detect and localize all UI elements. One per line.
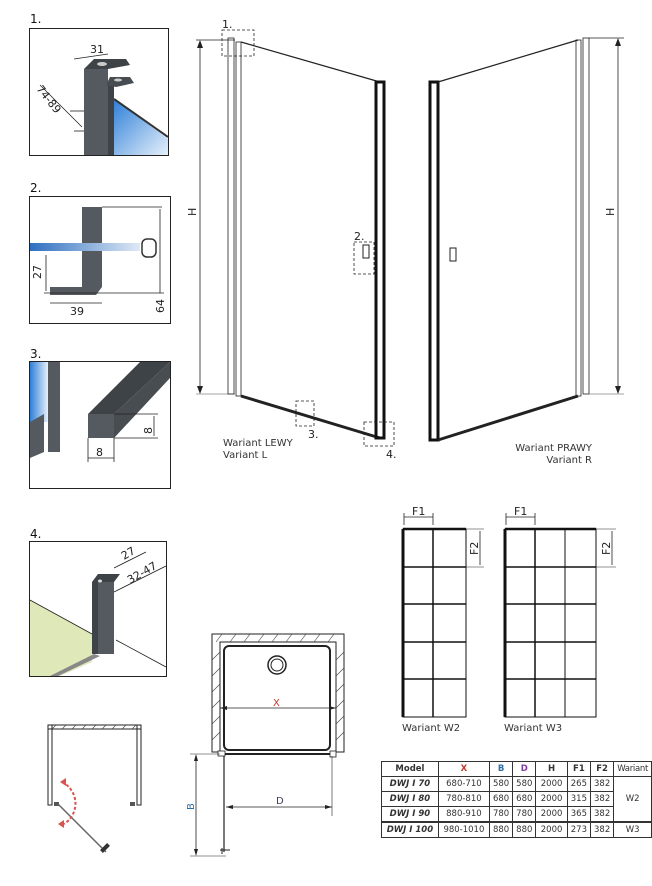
- svg-text:F1: F1: [514, 505, 527, 518]
- spec-table: Model X B D H F1 F2 Wariant DWJ I 70 680…: [381, 761, 652, 838]
- detail-4-box: 27 32-47: [29, 541, 167, 677]
- svg-text:F2: F2: [468, 542, 481, 555]
- col-variant: Wariant: [613, 761, 652, 777]
- door-right-caption: Wariant PRAWY Variant R: [515, 443, 592, 466]
- table-row: DWJ I 80 780-810 680 680 2000 315 382: [381, 791, 652, 807]
- dim-74-89: 74-89: [34, 83, 64, 116]
- variant-w3: W3: [613, 821, 652, 838]
- col-h: H: [535, 761, 568, 777]
- detail-2-label: 2.: [30, 181, 42, 195]
- handle-profile-icon: 27 39 64: [30, 206, 167, 318]
- grid-variants: F1 F2 Wariant W2 F1 F2 Wariant W3: [401, 505, 616, 734]
- svg-text:F1: F1: [412, 505, 425, 518]
- d-dimension-label: D: [276, 796, 284, 807]
- bottom-seal-profile-icon: 8 8: [30, 362, 170, 462]
- detail-3-box: 8 8: [29, 361, 171, 489]
- col-x: X: [437, 761, 490, 777]
- dim-27: 27: [31, 265, 44, 279]
- door-swing-plan: [47, 724, 142, 853]
- svg-text:F2: F2: [600, 542, 613, 555]
- col-model: Model: [381, 761, 439, 777]
- callout-4: 4.: [386, 448, 397, 461]
- b-dimension-label: B: [186, 803, 197, 810]
- dim-31: 31: [90, 43, 104, 56]
- table-header-row: Model X B D H F1 F2 Wariant: [381, 761, 652, 777]
- grid-variant-w3-label: Wariant W3: [504, 723, 562, 734]
- variant-w2: W2: [613, 776, 652, 823]
- door-left-caption: Wariant LEWY Variant L: [223, 438, 293, 461]
- detail-4-label: 4.: [30, 527, 42, 541]
- top-hinge-profile-icon: 31 74-89: [34, 43, 168, 155]
- grid-variant-w2: F1 F2 Wariant W2: [401, 505, 484, 734]
- door-panel-line: [57, 803, 107, 853]
- table-row: DWJ I 70 680-710 580 580 2000 265 382 W2: [381, 776, 652, 823]
- detail-1-label: 1.: [30, 12, 42, 26]
- detail-3-label: 3.: [30, 347, 42, 361]
- dim-27: 27: [119, 544, 138, 562]
- wall-profile-icon: 27 32-47: [30, 544, 166, 676]
- height-label: H: [604, 208, 617, 216]
- door-right-elevation: H: [428, 37, 624, 442]
- callout-2: 2.: [354, 230, 365, 243]
- table-row: DWJ I 100 980-1010 880 880 2000 273 382 …: [381, 821, 652, 838]
- dim-32-47: 32-47: [125, 559, 159, 586]
- dim-8-horizontal: 8: [96, 446, 103, 459]
- dim-8-vertical: 8: [142, 427, 155, 434]
- height-label: H: [186, 208, 199, 216]
- col-d: D: [512, 761, 537, 777]
- callout-1: 1.: [222, 18, 233, 31]
- col-f2: F2: [589, 761, 615, 777]
- detail-1-box: 31 74-89: [29, 28, 169, 156]
- grid-variant-w2-label: Wariant W2: [402, 723, 460, 734]
- callout-3: 3.: [308, 428, 319, 441]
- dim-39: 39: [70, 305, 84, 318]
- col-f1: F1: [566, 761, 592, 777]
- detail-2-box: 27 39 64: [29, 196, 171, 324]
- grid-variant-w3: F1 F2 Wariant W3: [503, 505, 616, 734]
- swing-arrow-icon: [61, 781, 77, 825]
- x-dimension-label: X: [273, 698, 280, 709]
- plan-view: X B D: [186, 633, 345, 857]
- dim-64: 64: [154, 299, 167, 313]
- door-left-elevation: H 1. 2. 3. 4.: [186, 18, 397, 461]
- table-row: DWJ I 90 880-910 780 780 2000 365 382: [381, 806, 652, 823]
- col-b: B: [488, 761, 514, 777]
